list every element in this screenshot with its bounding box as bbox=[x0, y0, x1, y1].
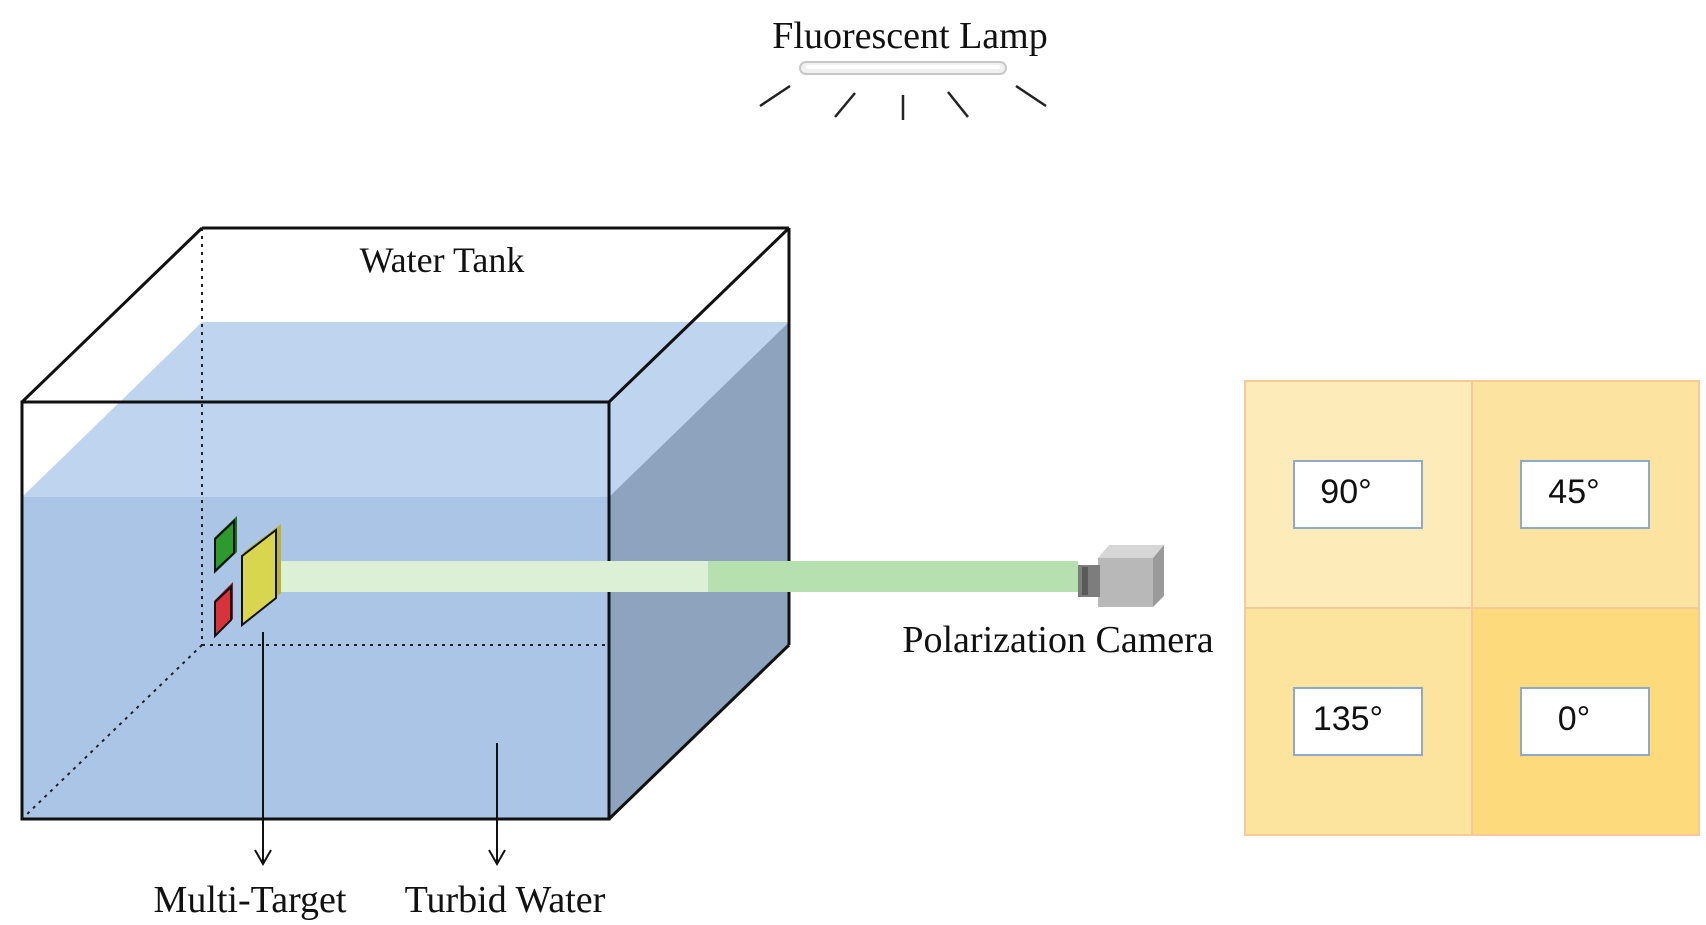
tank-edge bbox=[607, 643, 791, 821]
water-tank: Water Tank bbox=[20, 226, 791, 821]
camera-label: Polarization Camera bbox=[902, 619, 1213, 661]
lamp-tube-highlight bbox=[806, 65, 1000, 69]
beam-segment-air bbox=[708, 561, 1078, 592]
yellow-target bbox=[241, 527, 277, 628]
angle-box-135 bbox=[1293, 687, 1423, 756]
angle-label-135: 135° bbox=[1313, 700, 1383, 738]
angle-label-90: 90° bbox=[1320, 473, 1371, 511]
water-front-face bbox=[22, 497, 609, 819]
camera-top bbox=[1098, 545, 1164, 558]
tank-hidden-edges bbox=[21, 228, 609, 820]
angle-box-0 bbox=[1520, 687, 1650, 756]
tank-label: Water Tank bbox=[360, 240, 525, 280]
angle-box-45 bbox=[1520, 460, 1650, 529]
green-target bbox=[214, 518, 235, 574]
pointer-arrows bbox=[254, 632, 506, 867]
multi-target bbox=[214, 516, 281, 639]
angle-label-0: 0° bbox=[1558, 700, 1591, 738]
polarizer-grid: 90° 45° 135° 0° bbox=[1244, 380, 1700, 836]
camera-side bbox=[1153, 545, 1164, 607]
water-arrow-head bbox=[488, 849, 506, 867]
light-rays bbox=[759, 84, 1047, 120]
light-ray bbox=[759, 84, 791, 108]
tank-edge bbox=[607, 226, 791, 404]
polarization-camera bbox=[1078, 545, 1164, 607]
camera-lens-shade bbox=[1082, 567, 1088, 595]
grid-lines bbox=[1244, 380, 1700, 836]
tank-edge bbox=[20, 226, 204, 404]
turbid-water-label: Turbid Water bbox=[405, 879, 606, 921]
lamp-label: Fluorescent Lamp bbox=[772, 15, 1047, 57]
camera-body bbox=[1098, 558, 1153, 607]
light-ray bbox=[947, 91, 969, 118]
beam-segment-water bbox=[262, 561, 708, 592]
multi-target-label: Multi-Target bbox=[154, 879, 347, 921]
hidden-edge bbox=[21, 644, 203, 820]
water-top-surface bbox=[22, 322, 789, 497]
tank-front-frame bbox=[20, 400, 611, 821]
angle-label-45: 45° bbox=[1548, 473, 1599, 511]
fluorescent-lamp: Fluorescent Lamp bbox=[759, 15, 1048, 120]
target-arrow-head bbox=[254, 849, 272, 867]
light-beam bbox=[262, 561, 1078, 592]
red-target bbox=[214, 584, 232, 639]
light-ray bbox=[1015, 84, 1047, 108]
camera-lens bbox=[1078, 565, 1100, 597]
angle-box-90 bbox=[1293, 460, 1423, 529]
light-ray bbox=[834, 92, 856, 118]
